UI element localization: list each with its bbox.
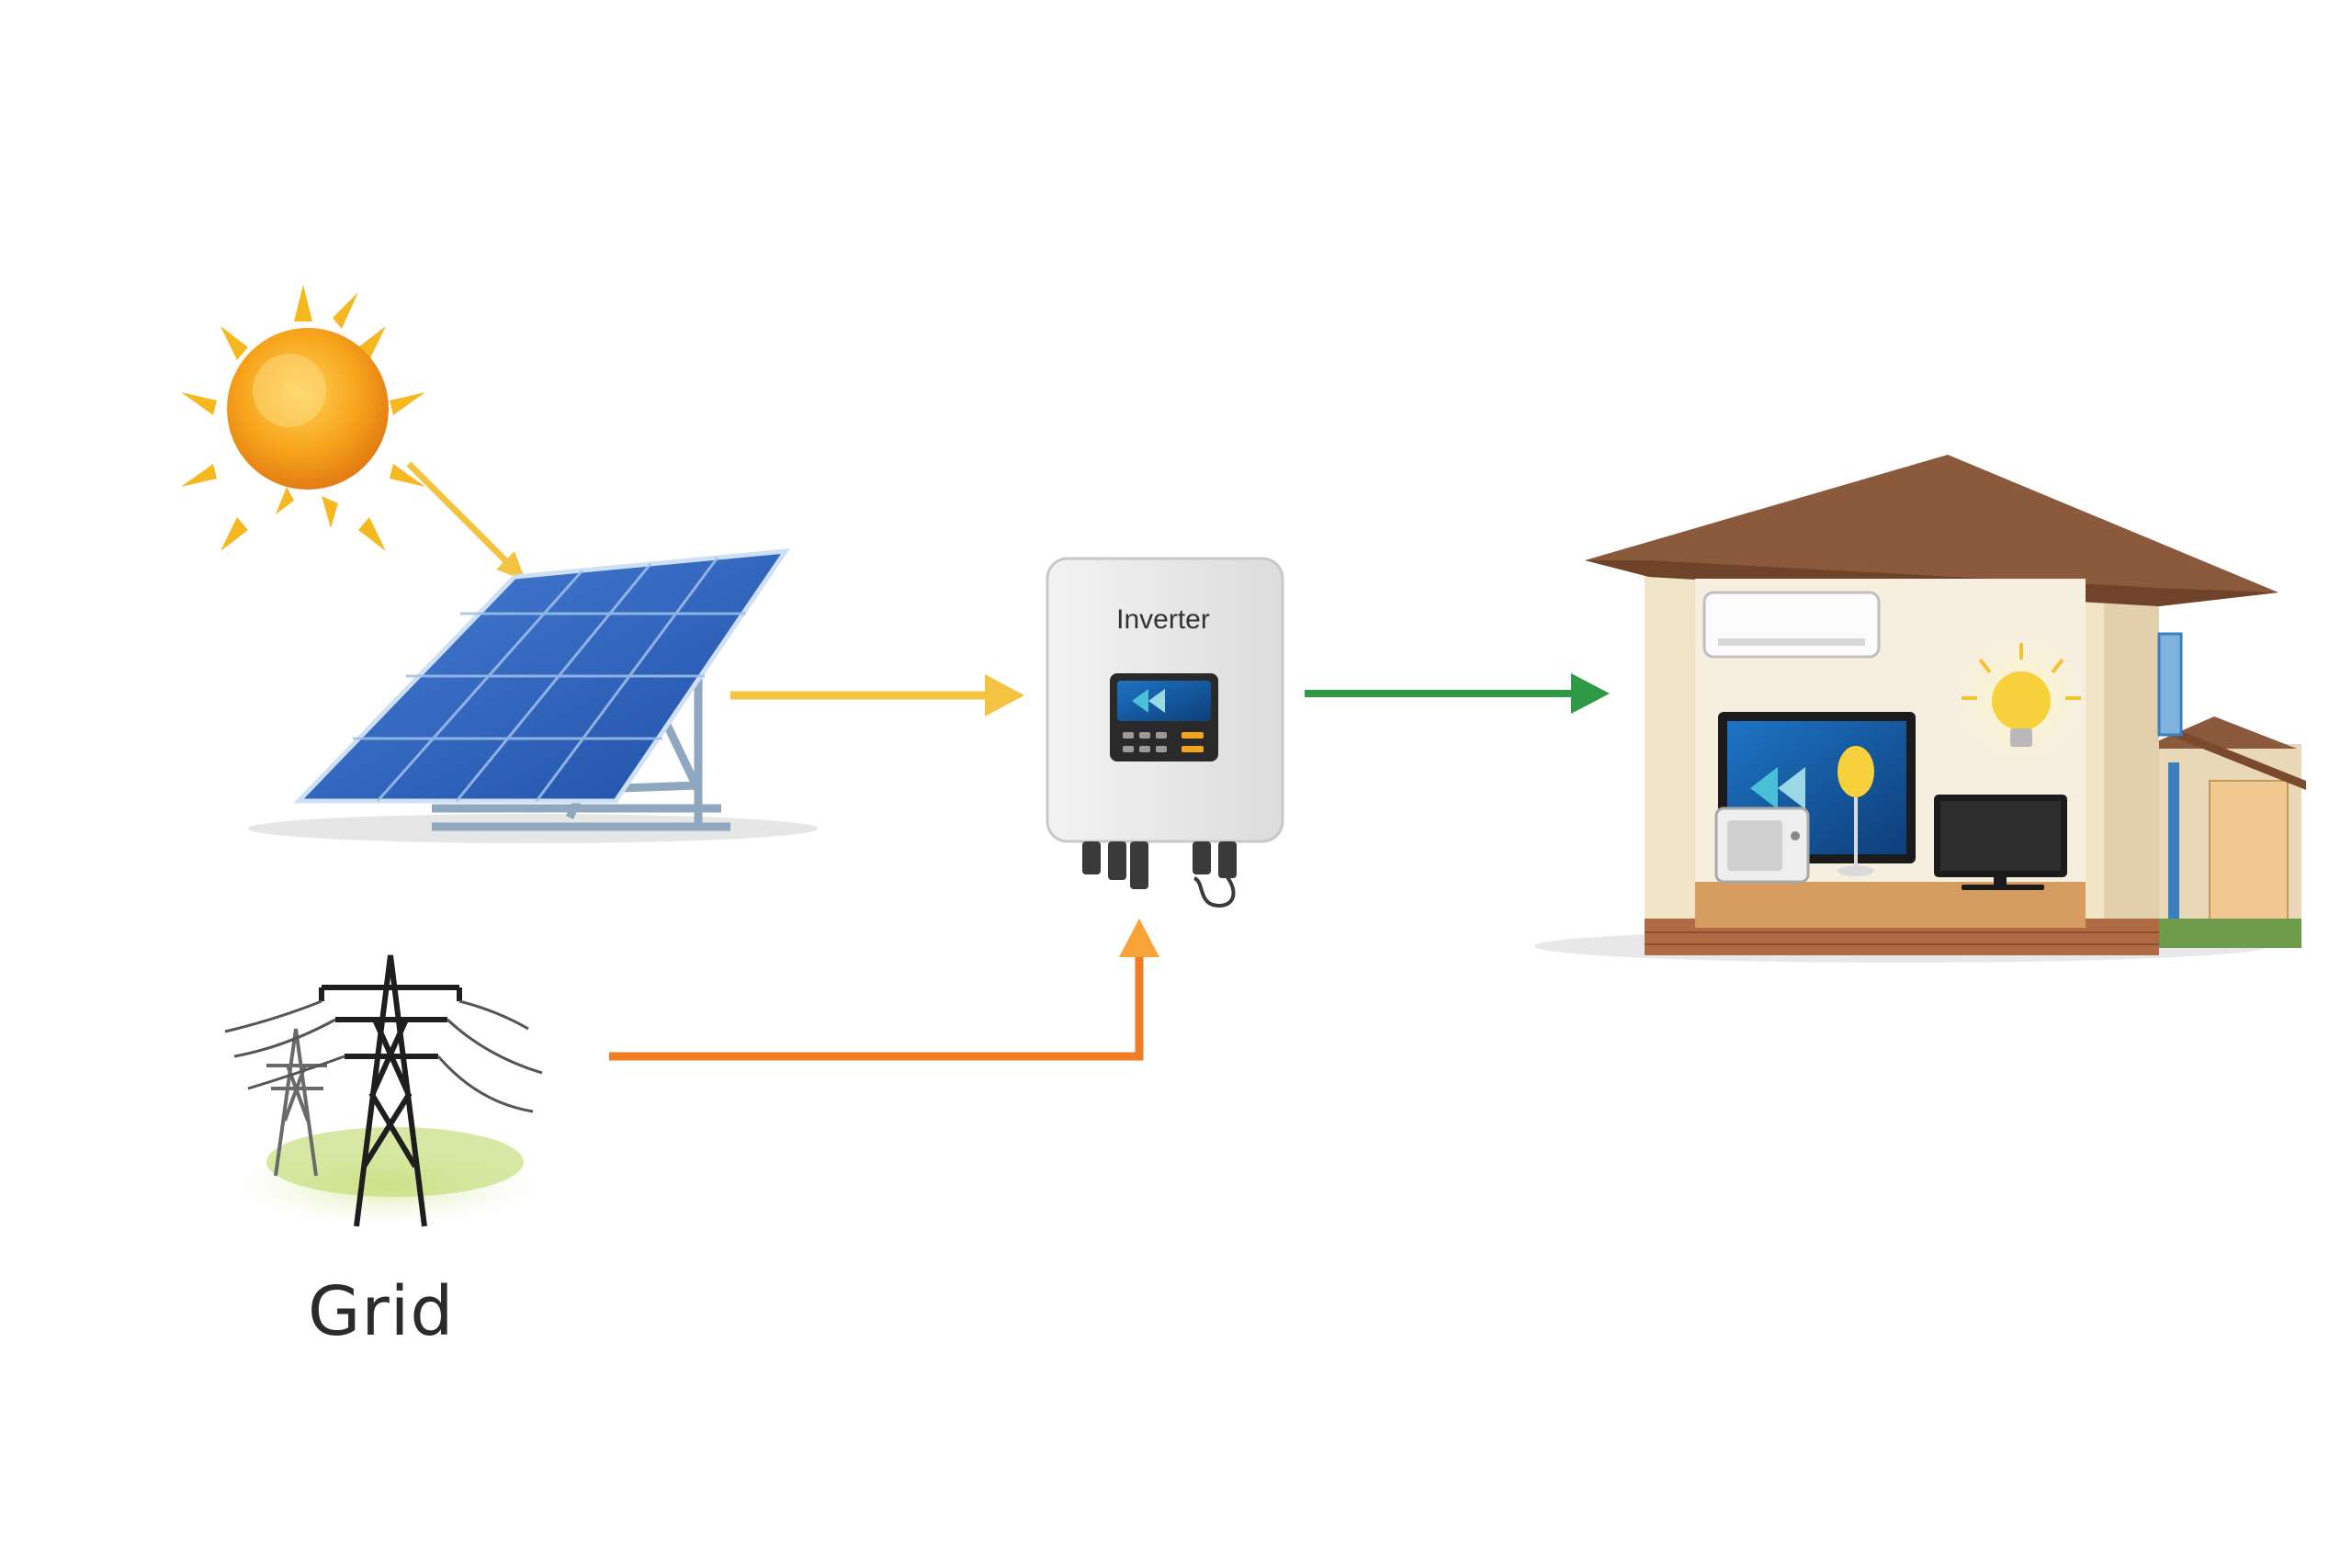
transmission-tower-icon (211, 954, 560, 1231)
solar-to-inverter-arrow (730, 674, 1024, 716)
sun-icon (181, 285, 425, 551)
monitor-icon (1934, 795, 2067, 890)
house-icon (1534, 455, 2306, 963)
inverter-icon: Inverter (1046, 557, 1284, 908)
light-bulb-icon (1957, 634, 2086, 762)
air-conditioner-icon (1702, 591, 1881, 659)
appliance-icon (1714, 807, 1810, 884)
grid-to-inverter-arrow (609, 919, 1159, 1061)
sunlight-arrow (406, 461, 526, 581)
inverter-to-house-arrow (1305, 673, 1610, 714)
inverter-label: Inverter (1116, 604, 1210, 635)
solar-panel-icon (248, 548, 818, 843)
grid-label: Grid (308, 1272, 455, 1351)
